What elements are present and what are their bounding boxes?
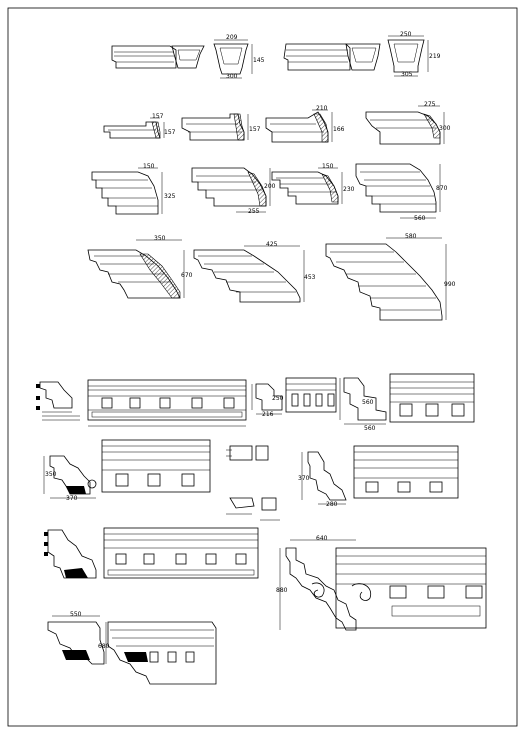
dim-label: 230	[343, 186, 355, 193]
dim-label: 250	[400, 31, 412, 38]
dim-label: 550	[70, 611, 82, 618]
row2-profile-2: 157	[181, 113, 261, 141]
dim-label: 370	[66, 495, 78, 502]
dim-label: 280	[326, 501, 338, 508]
row4-profile-1: 350 670	[87, 235, 193, 299]
d1-dentil-row	[91, 411, 243, 418]
dim-label: 640	[316, 535, 328, 542]
e1-elevation	[101, 439, 211, 493]
dim-label: 145	[253, 57, 265, 64]
d1-elevation	[87, 379, 247, 427]
dim-label: 370	[298, 475, 310, 482]
e3-profile: 370 280	[298, 451, 347, 508]
row2-profile-1: 157 157	[103, 113, 176, 139]
dim-label: 870	[436, 185, 448, 192]
e1-profile: 350 370	[43, 455, 97, 502]
f2-profile-large: 880 640	[276, 535, 357, 631]
dim-label: 680	[98, 643, 110, 650]
dim-label: 200	[264, 183, 276, 190]
sheet-border	[7, 7, 518, 727]
dim-label: 157	[249, 126, 261, 133]
dim-label: 150	[322, 163, 334, 170]
dim-label: 300	[439, 125, 451, 132]
e3-elevation	[353, 445, 459, 499]
dim-label: 275	[424, 101, 436, 108]
dim-label: 350	[45, 471, 57, 478]
g1-elevation	[107, 621, 217, 685]
dim-label: 325	[164, 193, 176, 200]
row2-profile-3: 210 166	[265, 105, 345, 143]
row4-profile-2: 425 453	[193, 241, 316, 303]
dim-label: 990	[444, 281, 456, 288]
dim-label: 166	[333, 126, 345, 133]
row2-profile-4: 275 300	[365, 101, 451, 145]
d2-elevation	[285, 377, 337, 413]
row3-profile-2: 200 255	[191, 167, 276, 215]
dim-label: 580	[405, 233, 417, 240]
dim-label: 157	[152, 113, 164, 120]
dim-label: 219	[429, 53, 441, 60]
dim-label: 880	[276, 587, 288, 594]
dim-label: 210	[316, 105, 328, 112]
e2-detail	[226, 445, 280, 521]
dim-label: 560	[414, 215, 426, 222]
dim-label: 305	[401, 71, 413, 78]
dim-label: 209	[226, 34, 238, 41]
dim-label: 150	[143, 163, 155, 170]
row1-section-a: 209 145 300	[213, 34, 265, 80]
dim-label: 560	[364, 425, 376, 432]
dim-label: 250	[272, 395, 284, 402]
dim-label: 216	[262, 411, 274, 418]
f1-profile	[44, 529, 97, 579]
row4-profile-3: 580 990	[325, 233, 456, 321]
dim-label: 560	[362, 399, 374, 406]
d2-profile: 250 216	[251, 383, 284, 418]
row3-profile-4: 870 560	[355, 163, 448, 222]
f2-elevation-large	[335, 547, 487, 629]
row1-section-b: 250 219 305	[387, 31, 441, 78]
row3-profile-1: 150 325	[91, 163, 176, 215]
dim-label: 300	[226, 73, 238, 80]
dim-label: 255	[248, 208, 260, 215]
f1-elevation	[103, 527, 259, 579]
row1-molding-a	[111, 45, 205, 69]
d1-profile	[36, 381, 80, 421]
g1-profile: 550 680	[47, 611, 110, 665]
d3-elevation	[389, 373, 475, 423]
d3-profile: 560 560	[339, 377, 387, 432]
row3-profile-3: 150 230	[271, 163, 355, 205]
row1-molding-b	[283, 43, 381, 71]
dim-label: 453	[304, 274, 316, 281]
dim-label: 157	[164, 129, 176, 136]
dim-label: 670	[181, 272, 193, 279]
dim-label: 350	[154, 235, 166, 242]
dim-label: 425	[266, 241, 278, 248]
